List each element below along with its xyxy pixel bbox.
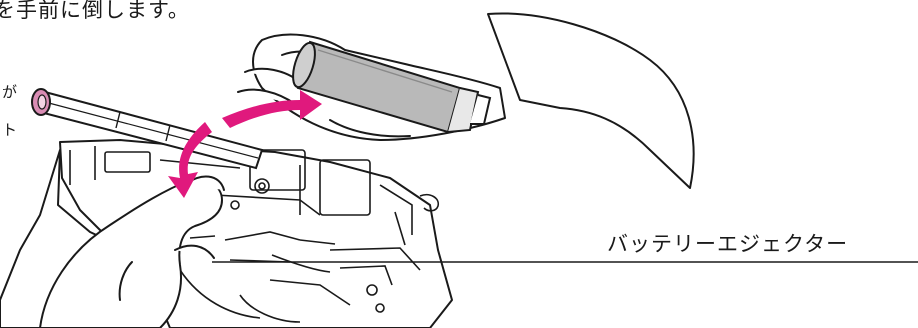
muzzle-ring [32,89,50,115]
cropped-text-fragment: が [2,84,17,100]
cropped-text-fragment: ト [2,122,17,138]
instruction-caption: を手前に倒します。 [0,0,190,24]
battery-ejector-label: バッテリーエジェクター [607,228,848,258]
